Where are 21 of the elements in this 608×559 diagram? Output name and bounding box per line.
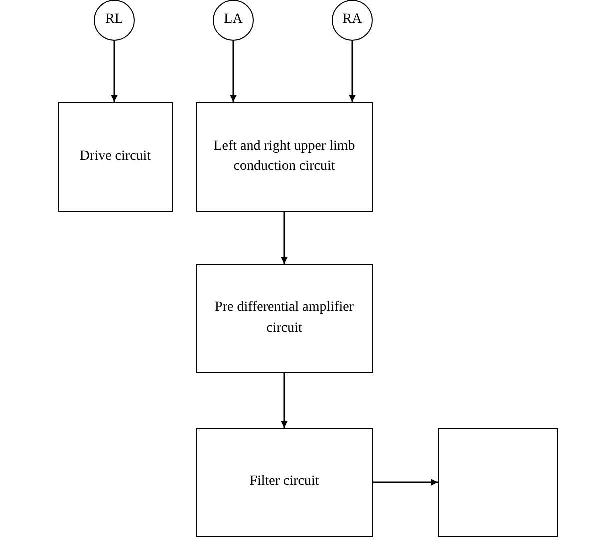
process-box [196,428,373,537]
arrow [111,41,118,102]
node-label: Pre differential amplifier circuit [214,299,355,338]
process-box [58,102,173,212]
electrode-circle [332,0,373,41]
electrode-circle [213,0,254,41]
process-box [196,102,373,212]
electrode-circle [94,0,135,41]
node-label: Drive circuit [80,148,152,166]
arrow [349,41,356,102]
node-label: RL [106,11,124,30]
arrow [281,373,288,428]
node-label: Filter circuit [250,473,320,492]
node-label: LA [224,11,243,30]
arrow [230,41,237,102]
process-box [196,264,373,373]
node-label: Left and right upper limb conduction circuit [213,138,356,176]
node-label: RA [342,11,362,30]
empty-box [438,428,558,537]
arrow [281,212,288,264]
arrow [373,479,438,486]
